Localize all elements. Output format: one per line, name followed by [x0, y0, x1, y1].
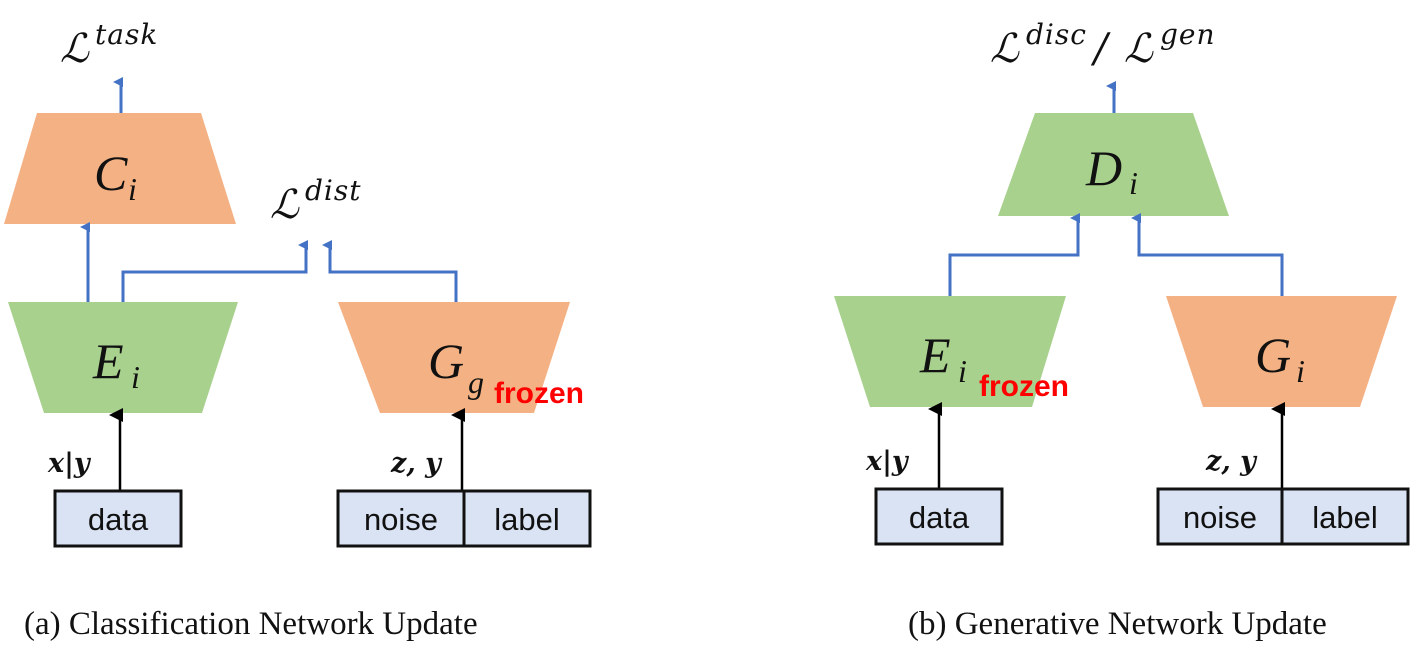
panel-a: ℒ task C i ℒ dist E i G g frozen x|y z, — [4, 18, 592, 642]
discriminator-sub: i — [1129, 165, 1138, 201]
encoder-block — [8, 302, 238, 413]
loss-task-sup: task — [95, 18, 158, 51]
noise-box-b-label: noise — [1183, 500, 1257, 535]
loss-task-symbol: ℒ — [60, 26, 90, 72]
classifier-sub: i — [128, 171, 137, 207]
generator-symbol: G — [428, 333, 464, 389]
generator-frozen-tag: frozen — [494, 377, 584, 410]
loss-task-label: ℒ task — [60, 18, 158, 72]
noise-box-label: noise — [364, 502, 438, 537]
generator-b-sub: i — [1296, 353, 1305, 389]
panel-b: ℒ disc / ℒ gen D i E i frozen G i x|y z,… — [834, 18, 1410, 642]
loss-gen-symbol: ℒ — [1124, 26, 1154, 72]
label-box-b — [1280, 487, 1410, 546]
encoder-b-sub: i — [958, 353, 967, 389]
loss-separator: / — [1090, 26, 1111, 72]
generator-block — [338, 302, 570, 413]
noise-box — [336, 489, 466, 548]
input-z-y: z, y — [390, 448, 443, 479]
data-box-b-label: data — [909, 500, 970, 535]
label-box — [462, 489, 592, 548]
label-box-label: label — [494, 502, 560, 537]
encoder-b-block — [834, 296, 1066, 407]
loss-dist-sup: dist — [305, 174, 362, 207]
input-x-given-y: x|y — [47, 448, 92, 479]
caption-a: (a) Classification Network Update — [24, 606, 478, 642]
generator-b-block — [1166, 296, 1397, 407]
data-box — [53, 489, 183, 548]
connector-e-to-dist — [121, 240, 308, 302]
label-box-b-label: label — [1312, 500, 1378, 535]
encoder-sub: i — [131, 359, 140, 395]
loss-dist-label: ℒ dist — [270, 174, 362, 228]
encoder-b-symbol: E — [919, 327, 951, 383]
loss-dist-symbol: ℒ — [270, 182, 300, 228]
encoder-b-frozen-tag: frozen — [979, 370, 1069, 403]
data-box-b — [874, 487, 1004, 546]
classifier-symbol: C — [94, 145, 128, 201]
loss-disc-gen-label: ℒ disc / ℒ gen — [990, 18, 1216, 72]
input-z-y-b: z, y — [1205, 446, 1258, 477]
connector-e-to-d — [948, 213, 1080, 296]
loss-gen-sup: gen — [1160, 18, 1216, 51]
loss-disc-symbol: ℒ — [990, 26, 1020, 72]
classifier-block — [4, 113, 236, 224]
generator-sub: g — [468, 364, 484, 400]
caption-b: (b) Generative Network Update — [908, 606, 1327, 642]
generator-b-symbol: G — [1255, 327, 1291, 383]
connector-g-to-dist — [322, 240, 458, 302]
loss-disc-sup: disc — [1026, 18, 1087, 51]
connector-g-to-d — [1131, 213, 1284, 296]
data-box-label: data — [88, 502, 149, 537]
discriminator-symbol: D — [1085, 140, 1122, 196]
input-x-given-y-b: x|y — [865, 446, 910, 477]
discriminator-block — [998, 113, 1229, 216]
encoder-symbol: E — [92, 333, 124, 389]
